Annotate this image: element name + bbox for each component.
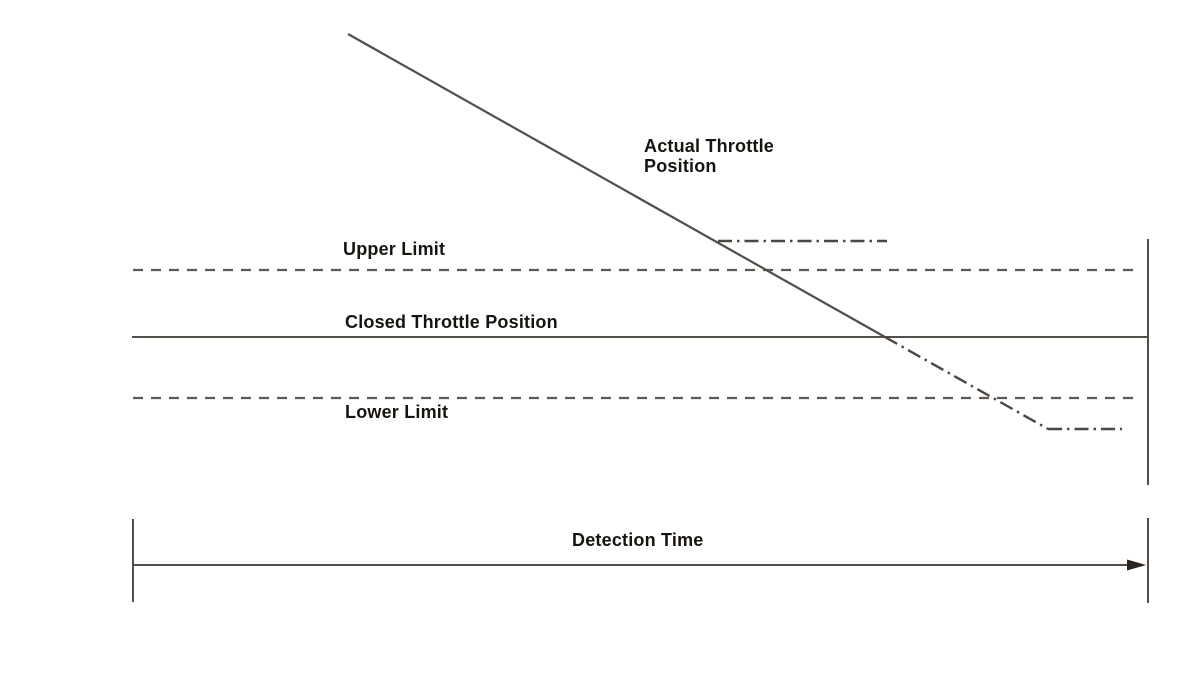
lower-limit-label: Lower Limit [345,402,449,422]
detection-time-label: Detection Time [572,530,704,550]
closed-throttle-position-label: Closed Throttle Position [345,312,558,332]
actual-throttle-position-label: Actual Throttle Position [644,136,775,176]
upper-limit-label: Upper Limit [343,239,446,259]
actual-throttle-solid-line [347,33,886,338]
right-arrowhead-icon [1127,559,1146,571]
actual-throttle-dashdot-line [884,335,1049,431]
